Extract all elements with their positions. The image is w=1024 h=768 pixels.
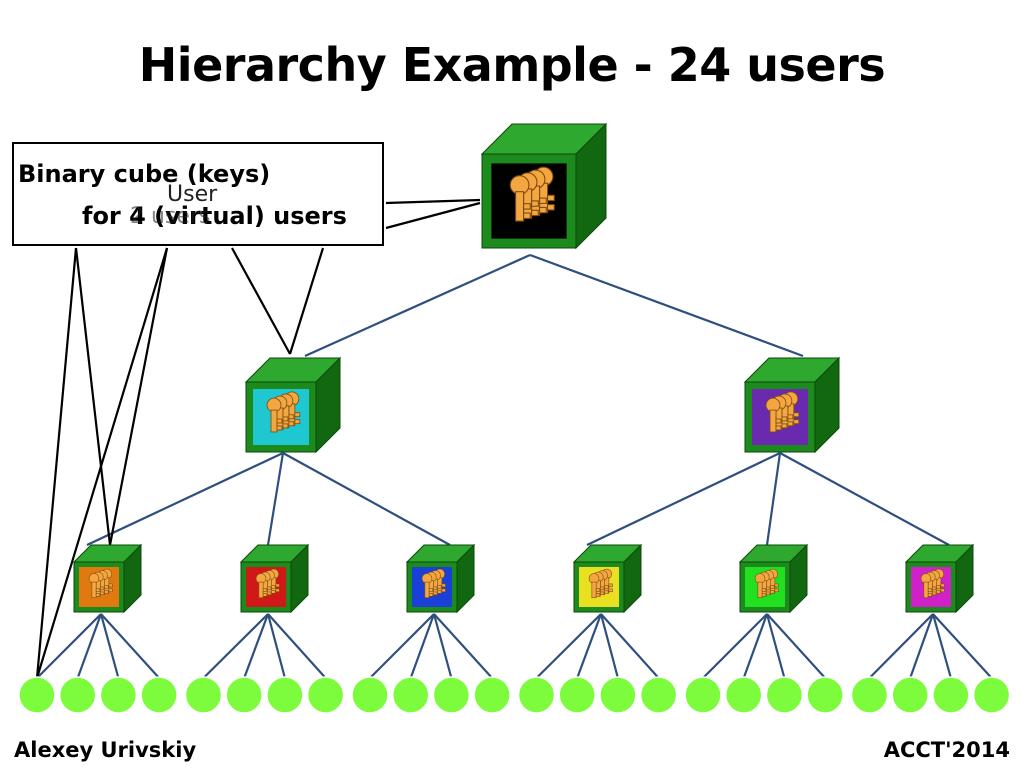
edge-leaf-user bbox=[599, 613, 619, 679]
user-node-icon bbox=[599, 676, 637, 714]
edge-root-mid bbox=[529, 253, 804, 358]
user-node-icon bbox=[184, 676, 223, 714]
user-node-icon bbox=[351, 676, 389, 714]
edge-leaf-user bbox=[765, 613, 786, 679]
user-node-icon bbox=[972, 676, 1011, 714]
user-node-icon bbox=[432, 676, 471, 714]
user-node-icon bbox=[684, 676, 722, 714]
user-node-icon bbox=[806, 676, 844, 714]
edge-mid-leaf bbox=[779, 452, 950, 546]
edge-leaf-user bbox=[266, 613, 286, 679]
user-node-icon bbox=[99, 676, 138, 714]
edge-leaf-user bbox=[909, 613, 935, 679]
user-node-icon bbox=[724, 676, 763, 714]
footer-author: Alexey Urivskiy bbox=[14, 738, 197, 762]
callout-box bbox=[12, 142, 384, 246]
edge-mid-leaf bbox=[586, 452, 781, 546]
callout-pointers bbox=[35, 198, 481, 679]
mid-cube-left bbox=[244, 356, 342, 454]
user-node-icon bbox=[932, 676, 970, 714]
user-node-icon bbox=[18, 676, 56, 714]
user-node-icon bbox=[850, 676, 889, 714]
edge-mid-leaf bbox=[765, 452, 782, 546]
edge-leaf-user bbox=[576, 613, 603, 679]
edge-leaf-user bbox=[742, 613, 769, 679]
edge-leaf-user bbox=[369, 613, 435, 679]
callout-overlap-line-1: User bbox=[167, 182, 218, 207]
user-node-icon bbox=[266, 676, 304, 714]
edge-leaf-user bbox=[243, 613, 270, 679]
leaf-cube-3 bbox=[405, 543, 476, 614]
slide-title: Hierarchy Example - 24 users bbox=[138, 38, 886, 92]
leaf-cube-5 bbox=[738, 543, 809, 614]
edge-root-mid bbox=[304, 253, 531, 358]
user-node-icon bbox=[391, 676, 430, 714]
user-node-icon bbox=[225, 676, 263, 714]
callout-pointer-line bbox=[288, 247, 325, 355]
user-node-icon bbox=[58, 676, 97, 714]
user-node-icon bbox=[639, 676, 678, 714]
callout-line-1: Binary cube (keys) bbox=[18, 160, 271, 188]
user-node-icon bbox=[558, 676, 596, 714]
user-node-icon bbox=[891, 676, 929, 714]
root-cube bbox=[480, 122, 608, 250]
edge-leaf-user bbox=[702, 613, 768, 679]
edge-leaf-user bbox=[76, 613, 103, 679]
callout-pointer-line bbox=[385, 198, 481, 205]
leaf-cube-4 bbox=[572, 543, 643, 614]
user-node-icon bbox=[765, 676, 804, 714]
callout-pointer-line bbox=[385, 201, 481, 230]
callout-pointer-line bbox=[35, 247, 78, 679]
edge-mid-leaf bbox=[266, 452, 285, 546]
mid-cube-right bbox=[743, 356, 841, 454]
leaf-cube-6 bbox=[904, 543, 975, 614]
edge-leaf-user bbox=[409, 613, 436, 679]
callout-pointer-line bbox=[35, 247, 169, 679]
edge-mid-leaf bbox=[282, 452, 451, 546]
edge-leaf-user bbox=[36, 613, 102, 679]
user-node-icon bbox=[517, 676, 556, 714]
edge-leaf-user bbox=[931, 613, 952, 679]
user-node-icon bbox=[473, 676, 511, 714]
footer-conference: ACCT'2014 bbox=[883, 738, 1010, 762]
edge-leaf-user bbox=[99, 613, 120, 679]
user-node-icon bbox=[140, 676, 178, 714]
callout-pointer-line bbox=[108, 247, 169, 546]
edge-leaf-user bbox=[202, 613, 269, 679]
edge-leaf-user bbox=[432, 613, 453, 679]
callout-pointer-line bbox=[74, 247, 112, 546]
cube-nodes bbox=[72, 122, 975, 614]
callout-line-2: for 4 (virtual) users bbox=[82, 202, 347, 230]
edge-leaf-user bbox=[600, 613, 660, 679]
user-node-icon bbox=[306, 676, 345, 714]
edge-leaf-user bbox=[535, 613, 602, 679]
edge-leaf-user bbox=[267, 613, 327, 679]
user-nodes bbox=[18, 676, 1011, 714]
edge-leaf-user bbox=[100, 613, 160, 679]
tree-connections bbox=[36, 253, 993, 679]
callout-overlap-line-2: 2 users bbox=[130, 204, 211, 229]
leaf-cube-1 bbox=[72, 543, 143, 614]
edge-mid-leaf bbox=[86, 452, 284, 546]
callout-pointer-line bbox=[231, 247, 291, 355]
edge-leaf-user bbox=[868, 613, 934, 679]
edge-leaf-user bbox=[932, 613, 993, 679]
leaf-cube-2 bbox=[239, 543, 310, 614]
edge-leaf-user bbox=[766, 613, 826, 679]
edge-leaf-user bbox=[433, 613, 493, 679]
